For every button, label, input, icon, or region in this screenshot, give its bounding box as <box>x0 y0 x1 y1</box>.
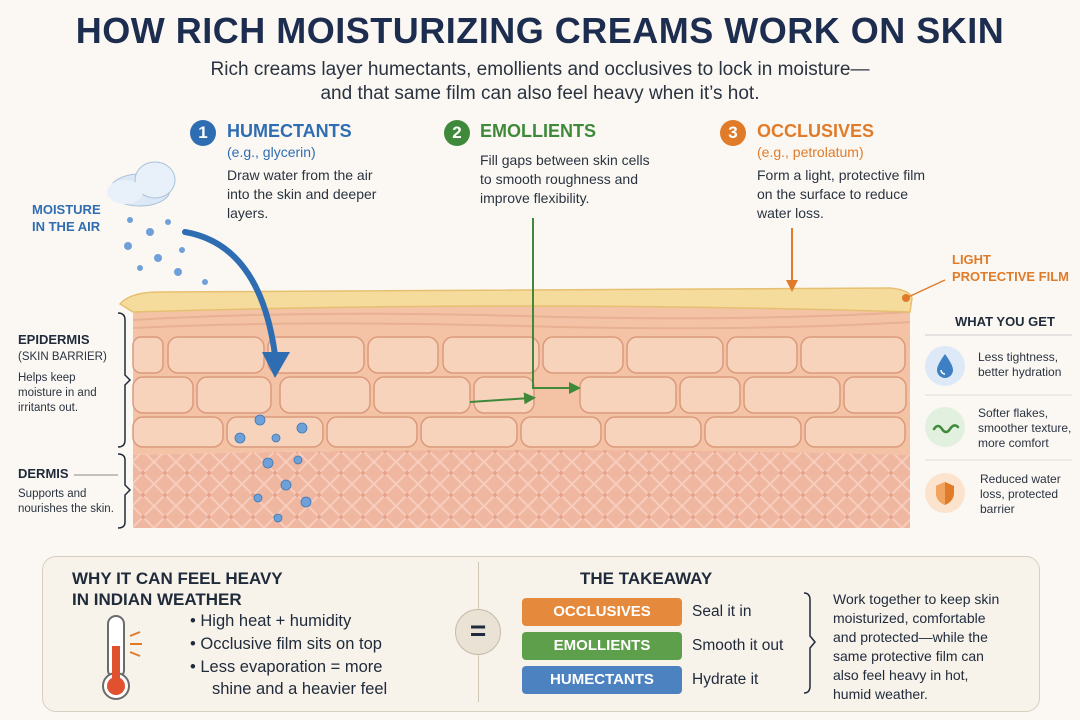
benefit-barrier: Reduced water loss, protected barrier <box>980 472 1061 516</box>
emollients-heading: EMOLLIENTS <box>480 121 596 141</box>
subtitle-line: and that same film can also feel heavy w… <box>320 83 760 104</box>
thermometer-icon <box>96 612 152 707</box>
takeaway-row-text: Hydrate it <box>692 671 759 688</box>
humectants-example: (e.g., glycerin) <box>227 144 316 160</box>
takeaway-row-text: Smooth it out <box>692 637 784 654</box>
shield-icon <box>925 473 965 513</box>
humectants-heading: HUMECTANTS <box>227 121 352 141</box>
emollients-description: Fill gaps between skin cells to smooth r… <box>480 152 650 206</box>
wave-icon <box>925 407 965 447</box>
benefit-texture: Softer flakes, smoother texture, more co… <box>978 406 1072 450</box>
protective-film-label: LIGHT PROTECTIVE FILM <box>952 252 1069 284</box>
list-item: • High heat + humidity <box>190 612 352 630</box>
step-number-badge: 3 <box>720 120 746 146</box>
occlusives-pill: OCCLUSIVES <box>522 598 682 626</box>
emollients-pill: EMOLLIENTS <box>522 632 682 660</box>
heavy-bullets: • High heat + humidity • Occlusive film … <box>190 610 387 700</box>
what-you-get-heading: WHAT YOU GET <box>955 314 1055 329</box>
moisture-in-air-label: MOISTURE IN THE AIR <box>32 202 101 234</box>
takeaway-row-text: Seal it in <box>692 603 752 620</box>
step-number-badge: 1 <box>190 120 216 146</box>
occlusives-heading: OCCLUSIVES <box>757 121 875 141</box>
subtitle-line: Rich creams layer humectants, emollients… <box>210 59 870 80</box>
equals-icon: = <box>455 609 501 655</box>
occlusives-description: Form a light, protective film on the sur… <box>757 167 926 221</box>
takeaway-bracket <box>800 590 820 701</box>
epidermis-bracket <box>117 312 132 448</box>
humectants-description: Draw water from the air into the skin an… <box>227 167 377 221</box>
step-number-badge: 2 <box>444 120 470 146</box>
takeaway-summary: Work together to keep skin moisturized, … <box>833 591 1000 702</box>
cloud-icon <box>107 161 176 207</box>
dermis-label: DERMIS Supports and nourishes the skin. <box>18 466 114 515</box>
skin-cells <box>132 336 907 448</box>
subtitle: Rich creams layer humectants, emollients… <box>140 58 940 106</box>
epidermis-label: EPIDERMIS (SKIN BARRIER) Helps keep mois… <box>18 332 107 414</box>
takeaway-heading: THE TAKEAWAY <box>580 569 713 588</box>
water-drop-icon <box>925 346 965 386</box>
list-item: • Occlusive film sits on top <box>190 635 382 653</box>
humectant-arrow <box>182 229 278 358</box>
emollient-arrow <box>532 218 581 394</box>
dermis-bracket <box>117 453 132 529</box>
benefit-hydration: Less tightness, better hydration <box>978 350 1062 379</box>
skin-cross-section-diagram <box>74 161 1072 529</box>
page-title: HOW RICH MOISTURIZING CREAMS WORK ON SKI… <box>75 10 1005 51</box>
skin-droplets <box>234 414 312 523</box>
protective-film-layer <box>118 287 913 313</box>
occlusives-example: (e.g., petrolatum) <box>757 144 864 160</box>
moisture-droplets <box>124 217 208 285</box>
heavy-heading: WHY IT CAN FEEL HEAVY IN INDIAN WEATHER <box>72 569 283 609</box>
dermis-layer <box>133 449 910 528</box>
list-item: • Less evaporation = more <box>190 658 383 676</box>
humectants-pill: HUMECTANTS <box>522 666 682 694</box>
list-item-continued: shine and a heavier feel <box>212 680 388 698</box>
